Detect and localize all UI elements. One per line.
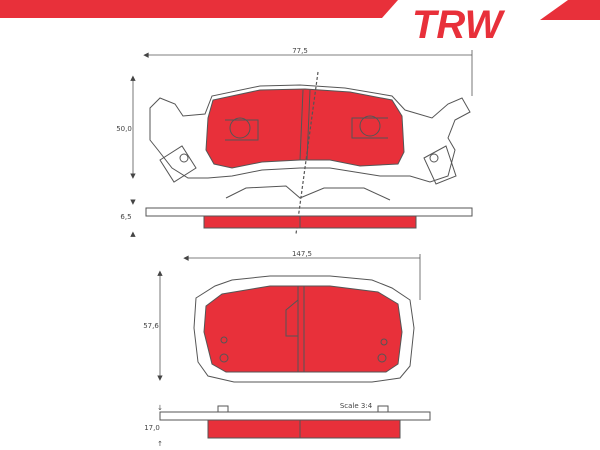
arrow-icon: ▲ — [157, 269, 163, 277]
upper-right-sensor-hole — [429, 153, 439, 163]
upper-spring-clip — [225, 185, 391, 201]
lower-thickness-label: 17,0 — [144, 424, 160, 432]
upper-thickness-label: 6,5 — [120, 213, 131, 221]
arrow-icon: ◀ — [183, 254, 189, 262]
lower-left-hole-2 — [220, 336, 228, 344]
lower-pad-plan — [193, 275, 415, 383]
lower-right-hole-2 — [380, 338, 388, 346]
header-stripe — [0, 0, 398, 18]
lower-side-tab-right — [377, 405, 389, 413]
upper-center-slot — [299, 89, 304, 161]
arrow-icon: ▼ — [130, 172, 136, 180]
lower-backing-plate — [193, 275, 415, 383]
upper-height-label: 50,0 — [116, 125, 132, 133]
lower-pad-side — [159, 405, 431, 439]
trw-logo: TRW — [412, 3, 506, 47]
section-line — [295, 71, 319, 235]
arrow-icon: ▲ — [130, 230, 136, 238]
upper-width-label: 77,5 — [292, 47, 308, 55]
lower-dimensions: 147,5 57,6 17,0 Scale 3:4 — [143, 250, 421, 432]
arrow-marks: ▲ ▼ ▼ ▲ ◀ ▲ ▼ ↓ ↑ ◀ — [130, 51, 189, 448]
lower-right-hole — [377, 353, 387, 363]
upper-right-clip — [359, 115, 381, 137]
header-corner-stripe — [540, 0, 600, 20]
upper-dimensions: 77,5 50,0 6,5 — [116, 47, 473, 221]
lower-side-friction — [207, 419, 401, 439]
arrow-icon: ▼ — [130, 198, 136, 206]
lower-side-backing — [159, 411, 431, 421]
lower-left-hole — [219, 353, 229, 363]
arrow-icon: ▲ — [130, 74, 136, 82]
upper-pad-plan — [149, 84, 471, 201]
lower-friction-material — [203, 285, 403, 373]
upper-backing-plate — [149, 84, 471, 183]
upper-friction-material — [205, 88, 405, 169]
arrow-icon: ◀ — [143, 51, 149, 59]
scale-note: Scale 3:4 — [340, 402, 373, 410]
upper-left-clip-frame — [225, 119, 259, 141]
upper-side-backing — [145, 207, 473, 217]
upper-pad-side — [145, 207, 473, 229]
arrow-icon: ↑ — [157, 440, 163, 448]
lower-clip-line — [285, 299, 299, 337]
upper-right-clip-frame — [351, 117, 388, 139]
upper-right-sensor-tab — [423, 145, 457, 185]
lower-height-label: 57,6 — [143, 322, 159, 330]
upper-left-clip — [229, 117, 251, 139]
upper-side-friction — [203, 215, 417, 229]
upper-left-sensor-hole — [179, 153, 189, 163]
upper-left-sensor-tab — [159, 145, 197, 183]
lower-width-label: 147,5 — [292, 250, 312, 258]
arrow-icon: ↓ — [157, 404, 163, 412]
arrow-icon: ▼ — [157, 374, 163, 382]
lower-side-tab-left — [217, 405, 229, 413]
header-band: TRW — [0, 0, 600, 47]
